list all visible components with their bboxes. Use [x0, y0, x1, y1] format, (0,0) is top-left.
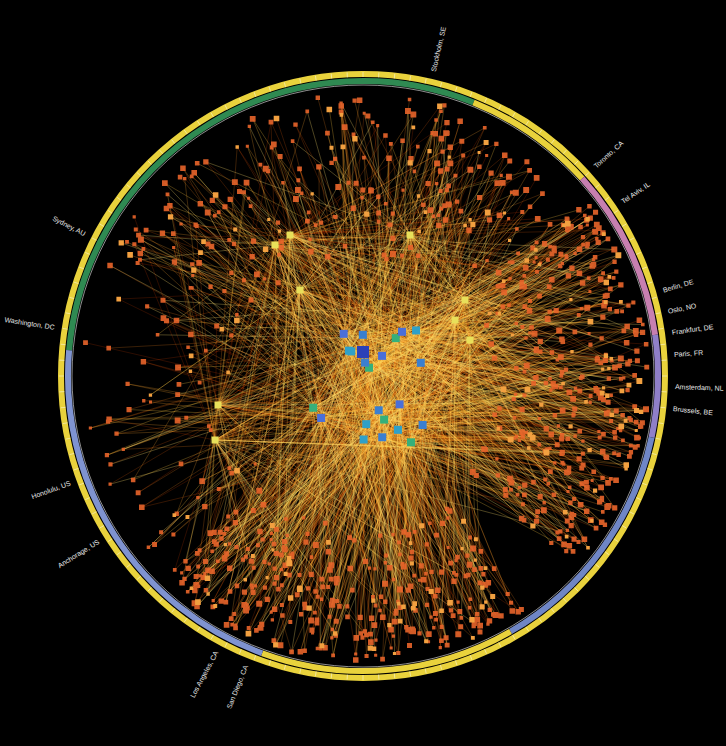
city-label: Oslo, NO	[666, 301, 698, 316]
hub-node	[361, 359, 369, 367]
city-label: Toronto, CA	[591, 138, 626, 171]
hub-node	[212, 437, 219, 444]
root-node	[357, 346, 369, 358]
city-label: Washington, DC	[3, 315, 56, 332]
hub-node	[378, 352, 386, 360]
city-label: Honolulu, US	[29, 478, 73, 501]
leaf-nodes	[83, 96, 649, 663]
hub-node	[396, 400, 404, 408]
hub-node	[362, 420, 370, 428]
city-label: San Diego, CA	[224, 663, 250, 711]
hub-node	[407, 438, 415, 446]
hub-node	[287, 232, 294, 239]
city-label: Brussels, BE	[672, 404, 715, 417]
city-label: Sydney, AU	[50, 214, 88, 239]
hub-node	[317, 414, 325, 422]
leaf-nodes	[116, 104, 643, 656]
city-label: Stockholm, SE	[429, 25, 449, 74]
hub-node	[375, 406, 383, 414]
city-label: Berlin, DE	[661, 277, 696, 295]
hub-node	[360, 436, 368, 444]
hub-node	[407, 232, 414, 239]
inner-ring	[72, 85, 654, 667]
hub-node	[340, 330, 348, 338]
hub-node	[419, 421, 427, 429]
hub-node	[394, 426, 402, 434]
hub-node	[272, 242, 279, 249]
hub-node	[347, 347, 355, 355]
hub-node	[309, 404, 317, 412]
hub-node	[462, 297, 469, 304]
ring-ticks	[59, 72, 667, 680]
city-label: Paris, FR	[673, 348, 705, 359]
city-label: Anchorage, US	[55, 537, 102, 571]
hub-node	[412, 326, 420, 334]
network-links	[90, 98, 646, 660]
city-label: Frankfurt, DE	[670, 322, 714, 337]
hub-node	[380, 416, 388, 424]
hub-node	[467, 337, 474, 344]
city-label: Tel Aviv, IL	[618, 179, 652, 206]
hub-node	[359, 331, 367, 339]
hub-node	[297, 287, 304, 294]
network-links	[107, 101, 646, 660]
hub-node	[398, 328, 406, 336]
hub-node	[215, 402, 222, 409]
hub-node	[417, 359, 425, 367]
hub-node	[452, 317, 459, 324]
hub-node	[378, 433, 386, 441]
city-label: Los Angeles, CA	[188, 648, 221, 700]
city-label: Amsterdam, NL	[674, 382, 725, 393]
